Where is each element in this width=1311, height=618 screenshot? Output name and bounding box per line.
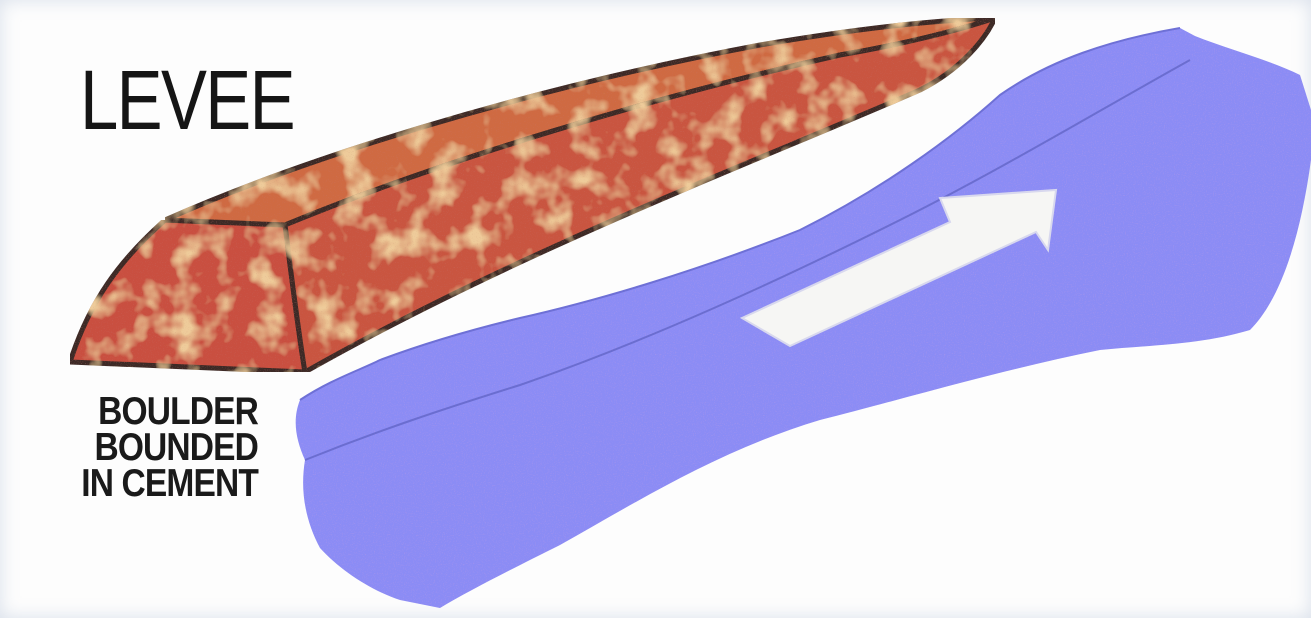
caption-line-2: BOUNDED [52,430,258,466]
caption-line-1: BOULDER [52,394,258,430]
caption-line-3: IN CEMENT [52,466,258,502]
levee-material-caption: BOULDER BOUNDED IN CEMENT [52,394,258,502]
diagram-title: LEVEE [80,58,294,142]
